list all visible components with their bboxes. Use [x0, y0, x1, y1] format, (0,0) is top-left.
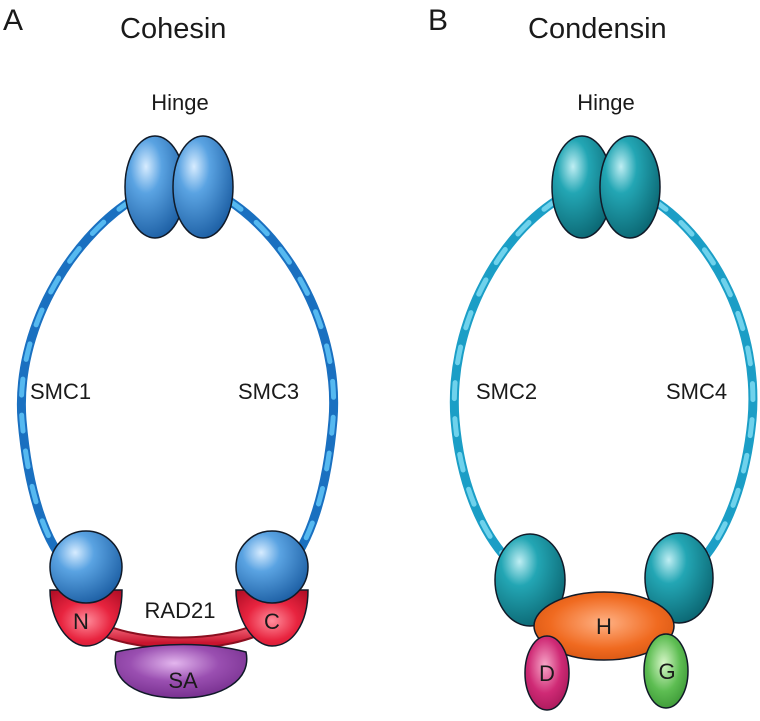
condensin-smc2-head: [494, 533, 566, 627]
g-label: G: [658, 659, 675, 684]
d-subunit: D: [524, 635, 570, 711]
panel-letter-b: B: [428, 4, 448, 37]
condensin-title: Condensin: [528, 13, 667, 45]
smc3-label: SMC3: [238, 379, 299, 404]
panel-letter-a: A: [3, 4, 23, 37]
sa-subunit: SA: [114, 643, 248, 699]
d-label: D: [539, 661, 555, 686]
condensin-smc4-head: [644, 532, 714, 624]
smc4-label: SMC4: [666, 379, 727, 404]
cohesin-smc1-arm: [16, 195, 137, 575]
condensin-smc2-arm: [449, 195, 562, 565]
cohesin-smc3-head: C: [235, 530, 309, 647]
condensin-hinge-label: Hinge: [577, 90, 634, 115]
h-label: H: [596, 614, 612, 639]
sa-label: SA: [168, 668, 198, 693]
cohesin-hinge-label: Hinge: [151, 90, 208, 115]
rad21-label: RAD21: [145, 598, 216, 623]
cohesin-smc3-arm: [223, 195, 339, 575]
c-terminus-label: C: [264, 609, 280, 634]
h-subunit: H: [533, 591, 675, 661]
cohesin-smc1-head: N: [49, 530, 123, 647]
g-subunit: G: [643, 633, 689, 709]
panel-cohesin: A Cohesin Hinge SMC1 SMC3 RAD21 SA: [3, 4, 339, 699]
panel-condensin: B Condensin Hinge SMC2 SMC4 H: [428, 4, 758, 711]
n-terminus-label: N: [73, 609, 89, 634]
cohesin-title: Cohesin: [120, 13, 226, 45]
cohesin-hinge: [124, 135, 234, 239]
smc1-label: SMC1: [30, 379, 91, 404]
condensin-smc4-arm: [648, 195, 758, 565]
smc2-label: SMC2: [476, 379, 537, 404]
condensin-hinge: [551, 135, 661, 239]
